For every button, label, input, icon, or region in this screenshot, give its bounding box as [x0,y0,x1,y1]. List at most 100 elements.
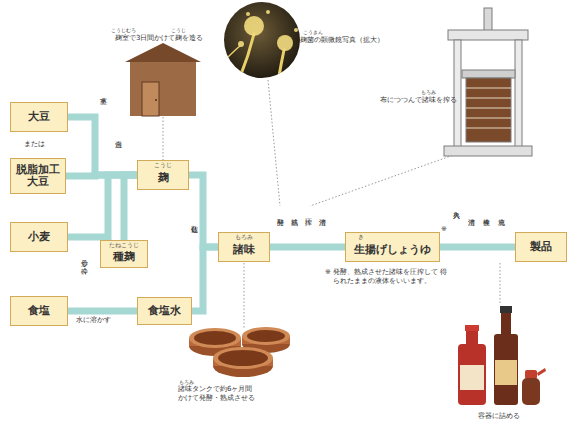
microscope-photo [246,12,250,16]
flow-connector [270,244,345,251]
ruby-text: たねこうじ [101,242,147,248]
note-label: ※ [441,225,447,234]
leader-line [163,117,164,160]
edge-label: 炒る・砕く [80,254,87,270]
process-box: 大豆 [10,102,68,132]
process-box: 脱脂加工 大豆 [10,158,66,194]
process-box: 食塩水 [137,297,192,325]
koji-room-illustration [130,60,196,116]
edge-label: 水に溶かす [76,316,111,325]
soy-sauce-bottles [501,312,511,336]
press-illustration [444,8,532,156]
microscope-photo [294,28,298,32]
flow-connector [440,244,515,251]
soy-sauce-bottles [465,325,479,331]
press-illustration [466,118,511,119]
ruby-text: こうきん [303,29,323,35]
koji-room-illustration [142,82,159,116]
press-illustration [454,40,461,148]
press-illustration [466,108,511,109]
soy-sauce-bottles [495,360,517,385]
note-label: 麹室で3日間かけて麹を造る [115,34,203,43]
box-label: 製品 [530,241,552,253]
microscope-photo [238,34,254,82]
press-illustration [444,146,532,156]
soy-sauce-bottles [525,370,537,379]
box-label: 脱脂加工 大豆 [11,164,65,188]
microscope-photo [224,2,300,82]
leader-line [500,263,501,304]
note-label: 麹菌の顕微鏡写真（拡大） [300,36,384,45]
ruby-text: もろみ [179,379,194,385]
process-step: 蒸す [99,92,106,100]
soy-sauce-bottles [522,378,540,405]
process-box: き生揚げしょうゆ [345,232,440,262]
soy-sauce-bottles [500,306,512,313]
process-box: 食塩 [10,296,68,326]
microscope-photo [238,41,244,47]
flow-connector [189,175,218,247]
press-illustration [515,40,522,148]
leader-line [163,80,500,328]
moromi-tank-illustration [242,327,290,345]
microscope-photo [225,34,284,82]
ruby-text: もろみ [421,89,436,95]
ruby-text: こうじむろ [111,27,136,33]
press-illustration [466,88,511,89]
flow-connector [68,117,137,175]
box-label: 食塩水 [148,305,181,317]
press-illustration [466,78,511,142]
microscope-photo [278,50,284,82]
box-label: 麹 [158,172,169,184]
leader-line [244,263,245,328]
box-label: 種麹 [113,251,135,263]
koji-room-illustration [155,99,157,101]
note-label: 諸味タンクで約6ヶ月間 かけて発酵・熟成させる [178,385,260,402]
microscope-photo [277,35,293,51]
process-step: 火入れ [452,206,459,214]
process-box: 製品 [515,232,567,262]
process-box: 小麦 [10,222,68,252]
edge-label: 仕込む [190,220,197,228]
note-label: ※ 発酵、熟成させた諸味を圧搾して 得られたままの液体をいいます。 [325,268,451,285]
moromi-tank-illustration [247,330,285,342]
box-label: 大豆 [28,111,50,123]
microscope-photo [238,10,298,51]
moromi-tank-illustration [218,350,268,366]
press-illustration [448,30,528,40]
note-label: 容器に詰める [478,412,520,421]
box-label: 食塩 [28,305,50,317]
moromi-tank-illustration [213,347,273,369]
ruby-text: こうじ [171,27,186,33]
box-label: 小麦 [28,231,50,243]
soy-sauce-bottles [460,365,484,390]
flow-connector [192,247,218,311]
note-label: 布につつんで諸味を搾る [380,96,457,105]
box-label: 諸味 [233,244,255,256]
ruby-text: き [358,234,364,240]
soy-sauce-bottles [458,306,546,405]
flow-connector [68,308,137,315]
soy-sauce-bottles [537,368,546,376]
microscope-photo [266,10,270,14]
ruby-text: もろみ [219,234,269,240]
note-label: または [24,140,45,149]
press-illustration [466,128,511,129]
moromi-tank-illustration [189,327,290,377]
ruby-text: こうじ [138,162,188,168]
soy-sauce-bottles [494,334,518,405]
koji-room-illustration [125,43,201,116]
press-illustration [462,70,515,78]
microscope-photo [244,16,264,36]
microscope-photo [225,46,240,60]
soy-sauce-bottles [458,344,486,405]
moromi-tank-illustration [189,328,241,348]
process-box: たねこうじ種麹 [100,240,148,268]
process-box: もろみ諸味 [218,232,270,262]
microscope-photo [224,2,300,78]
moromi-tank-illustration [194,331,236,345]
process-box: こうじ麹 [137,160,189,190]
